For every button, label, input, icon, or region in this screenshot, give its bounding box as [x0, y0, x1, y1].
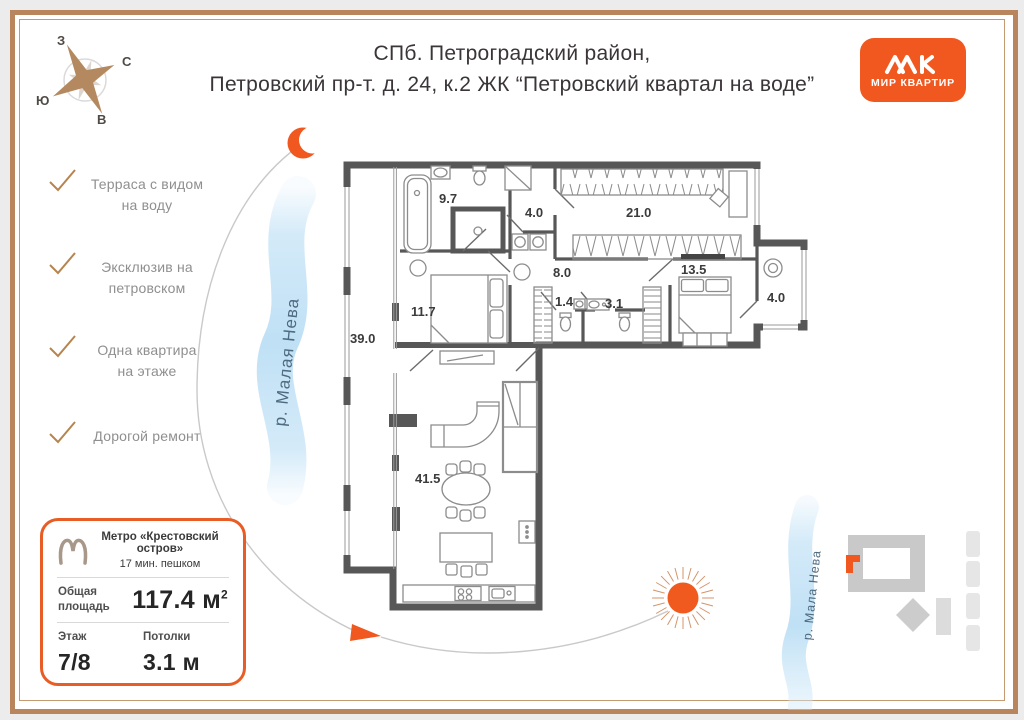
room-area-label: 11.7 — [411, 304, 436, 319]
checkmark-icon — [49, 169, 76, 192]
feature-2-line2: петровском — [108, 280, 186, 296]
round-table-icon — [409, 259, 427, 277]
chair-icon — [708, 187, 730, 208]
room-area-label: 3.1 — [605, 296, 623, 311]
checkmark-icon — [49, 252, 76, 275]
desk-icon — [728, 170, 748, 218]
washbasin-icon — [473, 226, 483, 236]
building-diamond — [896, 598, 930, 632]
total-area-value: 117.4 м2 — [132, 585, 228, 614]
info-card: Метро «Крестовский остров» 17 мин. пешко… — [40, 518, 246, 686]
building-row — [966, 531, 980, 651]
feature-1-line2: на воду — [121, 197, 173, 213]
checkmark-icon — [49, 421, 76, 444]
metro-station: Метро «Крестовский остров» — [101, 531, 219, 555]
arc-arrow-icon — [350, 624, 381, 641]
card-divider — [57, 622, 229, 623]
toilet-icon — [559, 312, 572, 332]
feature-3-line1: Одна квартира — [97, 342, 197, 358]
room-area-label: 21.0 — [626, 205, 651, 220]
building-rect — [936, 598, 951, 635]
window-band — [343, 169, 808, 555]
clothes-rack-icon — [560, 168, 724, 196]
compass-rose: З С Ю В — [36, 33, 132, 127]
total-area-label-line2: площадь — [58, 601, 110, 613]
compass-east-label: В — [97, 112, 106, 127]
room-area-label: 8.0 — [553, 265, 571, 280]
balcony-table-icon — [763, 258, 783, 278]
tall-cabinet-icon — [501, 380, 539, 474]
title-line1: СПб. Петроградский район, — [373, 42, 651, 65]
cabinet-icon — [504, 165, 532, 191]
page-title: СПб. Петроградский район, Петровский пр-… — [0, 38, 1024, 100]
compass-north-label: С — [122, 54, 132, 69]
room-area-label: 1.4 — [555, 294, 574, 309]
switch-panel-icon — [518, 520, 536, 544]
compass-south-label: Ю — [36, 93, 49, 108]
card-divider — [57, 577, 229, 578]
room-area-label: 39.0 — [350, 331, 375, 346]
room-area-label: 41.5 — [415, 471, 440, 486]
toilet-icon — [618, 312, 631, 332]
feature-4-line1: Дорогой ремонт — [93, 428, 201, 444]
compass-west-label: З — [57, 33, 65, 48]
feature-1-line1: Терраса с видом — [90, 176, 204, 192]
left-river — [256, 176, 316, 505]
feature-2-line1: Эксклюзив на — [101, 259, 193, 275]
room-area-label: 9.7 — [439, 191, 457, 206]
island-table-icon — [439, 532, 493, 578]
windows — [343, 167, 808, 569]
closet-icon — [642, 286, 662, 344]
dining-table-icon — [441, 460, 491, 522]
sun-path-arc — [196, 142, 669, 654]
bathtub-icon — [403, 174, 432, 254]
sofa-icon — [430, 401, 500, 448]
feature-item — [48, 420, 78, 451]
feature-3-line2: на этаже — [117, 363, 177, 379]
title-line2: Петровский пр-т. д. 24, к.2 ЖК “Петровск… — [209, 73, 815, 96]
room-area-label: 13.5 — [681, 262, 706, 277]
mini-map — [781, 495, 980, 710]
feature-item — [48, 251, 78, 282]
room-area-label: 4.0 — [767, 290, 785, 305]
bed-icon — [678, 276, 732, 347]
ceiling-value: 3.1 м — [143, 649, 200, 675]
building-block — [846, 535, 925, 592]
room-labels: 39.0 9.7 4.0 21.0 8.0 1.4 3.1 13.5 4.0 1… — [350, 191, 785, 486]
feature-item — [48, 168, 78, 199]
closet-icon — [533, 286, 553, 344]
furniture — [402, 165, 783, 603]
sink-icon — [586, 298, 610, 311]
sink-icon — [573, 298, 586, 310]
washer-icon — [529, 233, 547, 251]
brand-logo: МИР КВАРТИР — [860, 38, 966, 102]
tv-icon — [681, 254, 725, 259]
ceiling-label: Потолки — [143, 631, 191, 643]
metro-logo-icon — [58, 538, 88, 565]
floor-value: 7/8 — [58, 649, 91, 675]
brand-name: МИР КВАРТИР — [871, 77, 955, 89]
dresser-icon — [439, 350, 495, 365]
sun-icon — [652, 567, 714, 629]
location-marker-icon — [846, 555, 860, 573]
kitchen-counter-icon — [402, 584, 536, 603]
round-table-icon — [513, 263, 531, 281]
floor-label: Этаж — [58, 631, 87, 643]
metro-walk-time: 17 мин. пешком — [119, 558, 201, 570]
sink-icon — [430, 165, 451, 180]
toilet-icon — [472, 165, 487, 186]
total-area-label-line1: Общая — [58, 586, 97, 598]
feature-item — [48, 334, 78, 365]
checkmark-icon — [49, 335, 76, 358]
washer-icon — [511, 233, 529, 251]
brand-roofs-icon — [885, 55, 935, 74]
right-river — [781, 495, 819, 710]
room-area-label: 4.0 — [525, 205, 543, 220]
floor-plan: 39.0 9.7 4.0 21.0 8.0 1.4 3.1 13.5 4.0 1… — [343, 161, 808, 611]
moon-icon — [287, 126, 326, 159]
bed-icon — [430, 274, 508, 344]
